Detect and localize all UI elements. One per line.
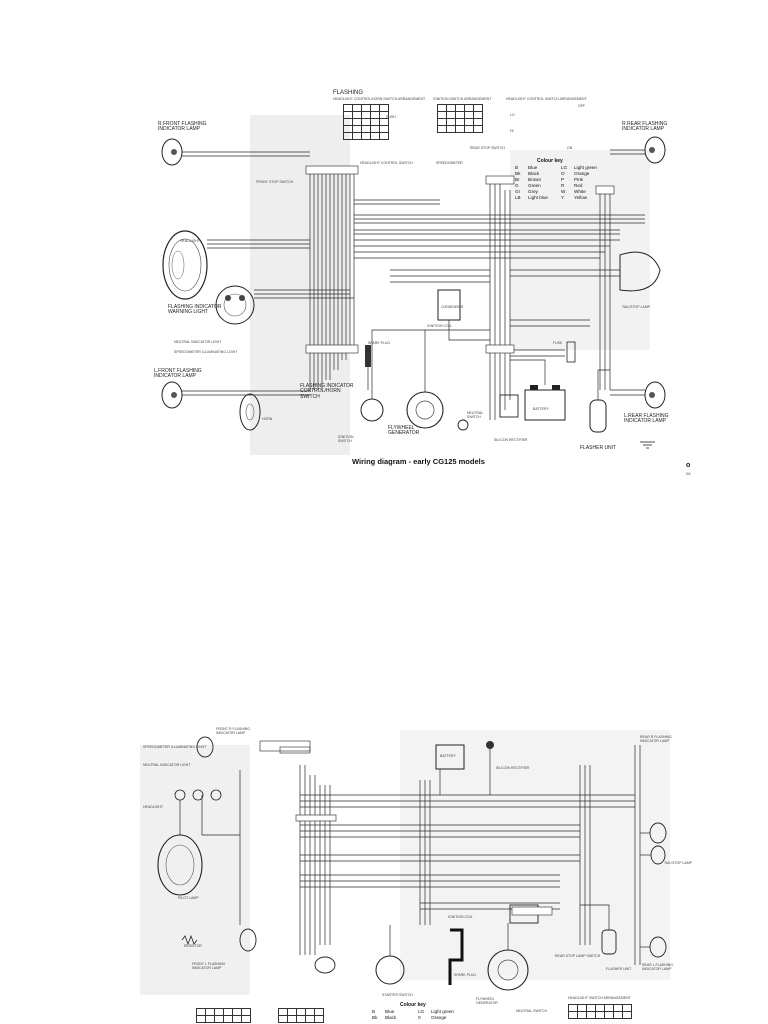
ignition-coil-label: IGNITION COIL bbox=[427, 324, 452, 328]
wiring-diagram-later bbox=[140, 725, 700, 1024]
pilot-lamp-label: PILOT LAMP bbox=[178, 896, 199, 900]
headlight-switch-arrangement-label-2: HEADLIGHT SWITCH ARRANGEMENT bbox=[568, 996, 631, 1000]
flasher-unit-label: FLASHER UNIT bbox=[580, 445, 617, 451]
ignition-coil-label-2: IGNITION COIL bbox=[448, 915, 473, 919]
speedometer-label: SPEEDOMETER bbox=[436, 161, 463, 165]
neutral-switch-label: NEUTRAL SWITCH bbox=[467, 411, 484, 419]
battery-label-2: BATTERY bbox=[440, 754, 456, 758]
switch-table-bottom-right bbox=[568, 1004, 632, 1019]
diagram-caption: Wiring diagram - early CG125 models bbox=[352, 457, 485, 466]
rear-stop-switch-label-2: REAR STOP LAMP SWITCH bbox=[555, 954, 601, 958]
front-l-flashing-label: FRONT L FLASHING INDICATOR LAMP bbox=[192, 962, 226, 970]
wiring-diagram-later-drawing bbox=[140, 730, 670, 995]
battery-label: BATTERY bbox=[533, 407, 549, 411]
wiring-diagram-early-drawing bbox=[161, 115, 666, 455]
flashing-indicator-warning-label: FLASHING INDICATOR WARNING LIGHT bbox=[168, 304, 222, 316]
speedometer-illuminating-label: SPEEDOMETER ILLUMINATING LIGHT bbox=[174, 350, 238, 354]
switch-table-bottom-left bbox=[196, 1008, 251, 1023]
front-r-flashing-label: FRONT R FLASHING INDICATOR LAMP bbox=[216, 727, 250, 735]
flywheel-generator-label-2: FLYWHEEL GENERATOR bbox=[476, 997, 498, 1005]
fuse-label: FUSE bbox=[553, 341, 563, 345]
front-stop-switch-label: FRONT STOP SWITCH bbox=[256, 180, 294, 184]
r-front-flashing-label: R.FRONT FLASHING INDICATOR LAMP bbox=[158, 121, 207, 133]
r-rear-flashing-label: R.REAR FLASHING INDICATOR LAMP bbox=[622, 121, 668, 133]
horn-label: HORN bbox=[262, 417, 273, 421]
flashing-indicator-control-label: FLASHING INDICATOR CONTROL/HORN SWITCH bbox=[300, 383, 354, 400]
resistor-label: RESISTOR bbox=[184, 944, 202, 948]
off-label: OFF bbox=[578, 104, 585, 108]
ignition-switch-label: IGNITION SWITCH bbox=[338, 435, 354, 443]
silicon-rectifier-label-2: SILICON RECTIFIER bbox=[496, 766, 530, 770]
neutral-switch-label-2: NEUTRAL SWITCH bbox=[516, 1009, 547, 1013]
page-sub-marker: 08 bbox=[686, 471, 691, 476]
headlight-control-switch-label: HEADLIGHT CONTROL SWITCH bbox=[360, 161, 413, 165]
page-marker: o bbox=[686, 462, 691, 469]
tail-stop-lamp-label-2: TAIL/STOP LAMP bbox=[664, 861, 693, 865]
speedometer-illum-label: SPEEDOMETER ILLUMINATING LIGHT bbox=[143, 745, 207, 749]
lo-label: LO bbox=[510, 113, 515, 117]
flasher-unit-label-2: FLASHER UNIT bbox=[606, 967, 632, 971]
colour-key-title: Colour key bbox=[537, 158, 563, 164]
headlight-horn-switch-arrangement-label: HEADLIGHT CONTROL/HORN SWITCH ARRANGEMEN… bbox=[333, 97, 426, 101]
neutral-indicator-label-2: NEUTRAL INDICATOR LIGHT bbox=[143, 763, 191, 767]
rear-r-flashing-label: REAR R FLASHING INDICATOR LAMP bbox=[640, 735, 672, 743]
wiring-diagram-early bbox=[150, 90, 690, 460]
starter-switch-label: STARTER SWITCH bbox=[382, 993, 413, 997]
headlight-label: HEADLIGHT bbox=[180, 239, 201, 243]
l-rear-flashing-label: L.REAR FLASHING INDICATOR LAMP bbox=[624, 413, 669, 425]
tail-stop-lamp-label: TAIL/STOP LAMP bbox=[622, 305, 651, 309]
switch-table-bottom-mid bbox=[278, 1008, 324, 1023]
ignition-switch-table bbox=[437, 104, 483, 133]
flashing-title: FLASHING bbox=[333, 90, 364, 96]
on-label: ON bbox=[567, 146, 573, 150]
l-front-flashing-label: L.FRONT FLASHING INDICATOR LAMP bbox=[154, 368, 202, 380]
horn-switch-table bbox=[343, 104, 389, 140]
rear-stop-switch-label: REAR STOP SWITCH bbox=[470, 146, 505, 150]
silicon-rectifier-label: SILICON RECTIFIER bbox=[494, 438, 528, 442]
hi-label: HI bbox=[510, 129, 514, 133]
headlight-control-switch-arrangement-label: HEADLIGHT CONTROL SWITCH ARRANGEMENT bbox=[506, 97, 587, 101]
ignition-switch-arrangement-label: IGNITION SWITCH ARRANGEMENT bbox=[433, 97, 492, 101]
colour-key-title-2: Colour key bbox=[400, 1002, 426, 1008]
push-label: PUSH bbox=[386, 115, 396, 119]
rear-l-flashing-label: REAR L FLASHING INDICATOR LAMP bbox=[642, 963, 673, 971]
neutral-indicator-label: NEUTRAL INDICATOR LIGHT bbox=[174, 340, 222, 344]
spark-plug-label: SPARK PLUG bbox=[368, 341, 391, 345]
flywheel-generator-label: FLYWHEEL GENERATOR bbox=[388, 425, 420, 437]
headlight-label-2: HEADLIGHT bbox=[143, 805, 164, 809]
spark-plug-label-2: SPARK PLUG bbox=[454, 973, 477, 977]
condenser-label: CONDENSER bbox=[441, 305, 464, 309]
